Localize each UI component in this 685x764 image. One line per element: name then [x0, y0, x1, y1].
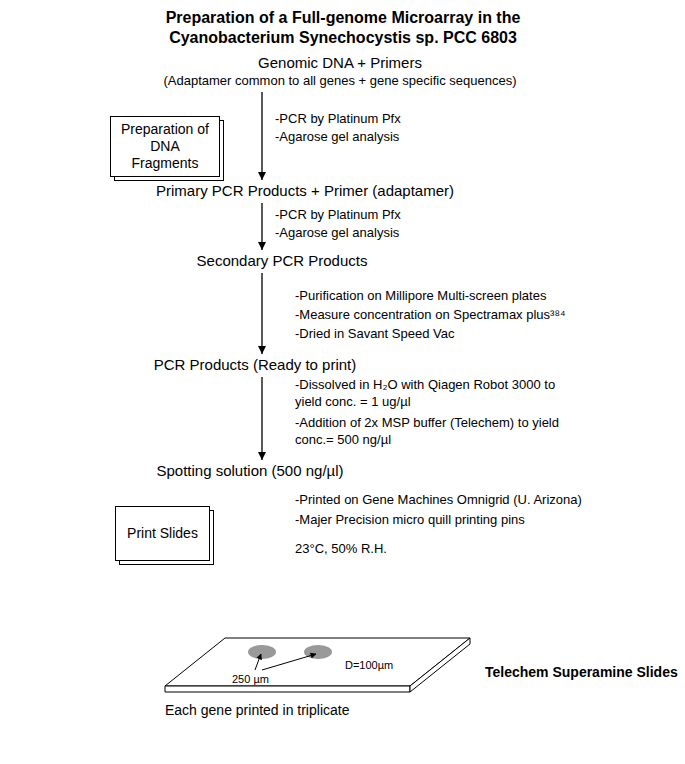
process-step: Spotting solution (500 ng/µl): [156, 462, 343, 480]
process-step: Primary PCR Products + Primer (adaptamer…: [156, 182, 454, 200]
step-note: -PCR by Platinum Pfx: [275, 110, 401, 127]
step-note: -Printed on Gene Machines Omnigrid (U. A…: [295, 491, 582, 508]
step-note: -PCR by Platinum Pfx: [275, 206, 401, 223]
process-step: Secondary PCR Products: [197, 252, 368, 270]
slide-caption: Each gene printed in triplicate: [165, 702, 349, 719]
dimension-arrow: [255, 654, 261, 670]
step-note: -Dried in Savant Speed Vac: [295, 325, 454, 342]
step-text: PCR Products (Ready to print): [154, 356, 357, 374]
print-conditions: 23°C, 50% R.H.: [295, 540, 387, 557]
flow-arrow: [261, 273, 262, 354]
stage-box: Print Slides: [115, 506, 210, 561]
spot: [248, 645, 276, 659]
slide-label: Telechem Superamine Slides: [485, 664, 678, 681]
step-text: Primary PCR Products + Primer (adaptamer…: [156, 182, 454, 200]
step-text: Print Slides: [127, 525, 198, 542]
process-step: Genomic DNA + Primers(Adaptamer common t…: [164, 54, 517, 89]
title: Preparation of a Full-genome Microarray …: [128, 8, 558, 48]
step-text: Spotting solution (500 ng/µl): [156, 462, 343, 480]
flow-arrow: [261, 377, 262, 460]
step-note: -Dissolved in H₂O with Qiagen Robot 3000…: [295, 376, 565, 410]
dimension-label: D=100µm: [345, 658, 393, 672]
step-note: -Addition of 2x MSP buffer (Telechem) to…: [295, 414, 565, 448]
step-text: Preparation of DNA Fragments: [117, 121, 213, 172]
step-note: -Purification on Millipore Multi-screen …: [295, 287, 546, 304]
step-text: Genomic DNA + Primers: [164, 54, 517, 72]
step-note: -Majer Precision micro quill printing pi…: [295, 511, 525, 528]
step-note: -Measure concentration on Spectramax plu…: [295, 306, 565, 323]
dimension-label: 250 µm: [232, 672, 269, 686]
stage-box: Preparation of DNA Fragments: [110, 116, 220, 177]
flow-arrow: [261, 92, 262, 180]
step-subtext: (Adaptamer common to all genes + gene sp…: [164, 72, 517, 89]
step-note: -Agarose gel analysis: [275, 128, 399, 145]
dimension-arrow: [262, 654, 316, 670]
flow-arrow: [261, 203, 262, 250]
process-step: PCR Products (Ready to print): [154, 356, 357, 374]
slide-side: [410, 638, 470, 692]
step-text: Secondary PCR Products: [197, 252, 368, 270]
step-note: -Agarose gel analysis: [275, 224, 399, 241]
slide-edge: [165, 686, 410, 692]
spot: [304, 645, 332, 659]
